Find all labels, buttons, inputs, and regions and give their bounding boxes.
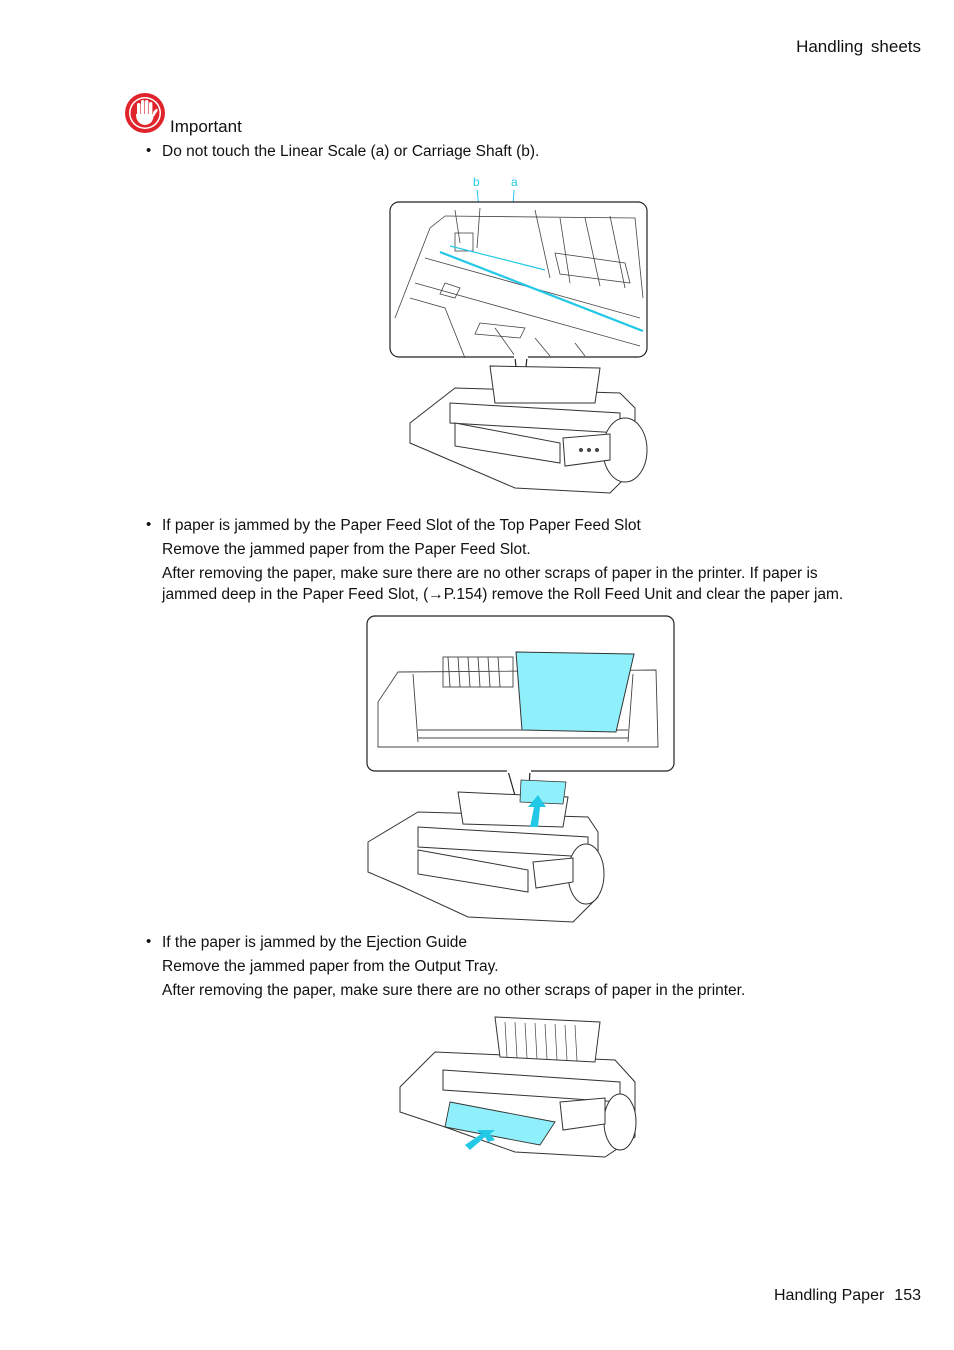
item-2-line-1: Remove the jammed paper from the Paper F…	[162, 541, 531, 558]
item-3-line-1: Remove the jammed paper from the Output …	[162, 958, 499, 975]
bullet-marker: •	[146, 516, 152, 533]
label-b-carriage-shaft: b	[473, 175, 480, 189]
stop-hand-icon	[124, 92, 166, 134]
item-2-line-3: jammed deep in the Paper Feed Slot, (→P.…	[162, 586, 844, 603]
page-number: 153	[894, 1287, 921, 1304]
figure-ejection-guide-jam	[395, 1012, 643, 1162]
label-a-linear-scale: a	[511, 175, 518, 189]
footer-chapter: Handling Paper	[774, 1287, 885, 1304]
page-footer: Handling Paper 153	[774, 1287, 921, 1305]
figure-paper-feed-slot-jam	[358, 612, 680, 927]
bullet-marker: •	[146, 142, 152, 159]
running-header: Handling sheets	[796, 37, 921, 56]
item-1-text: Do not touch the Linear Scale (a) or Car…	[162, 143, 540, 160]
important-label: Important	[170, 117, 242, 136]
item-3-line-2: After removing the paper, make sure ther…	[162, 982, 746, 999]
bullet-marker: •	[146, 933, 152, 950]
item-2-heading: If paper is jammed by the Paper Feed Slo…	[162, 517, 641, 534]
item-2-line-2: After removing the paper, make sure ther…	[162, 565, 818, 582]
figure-linear-scale-carriage-shaft	[385, 188, 655, 503]
item-3-heading: If the paper is jammed by the Ejection G…	[162, 934, 467, 951]
